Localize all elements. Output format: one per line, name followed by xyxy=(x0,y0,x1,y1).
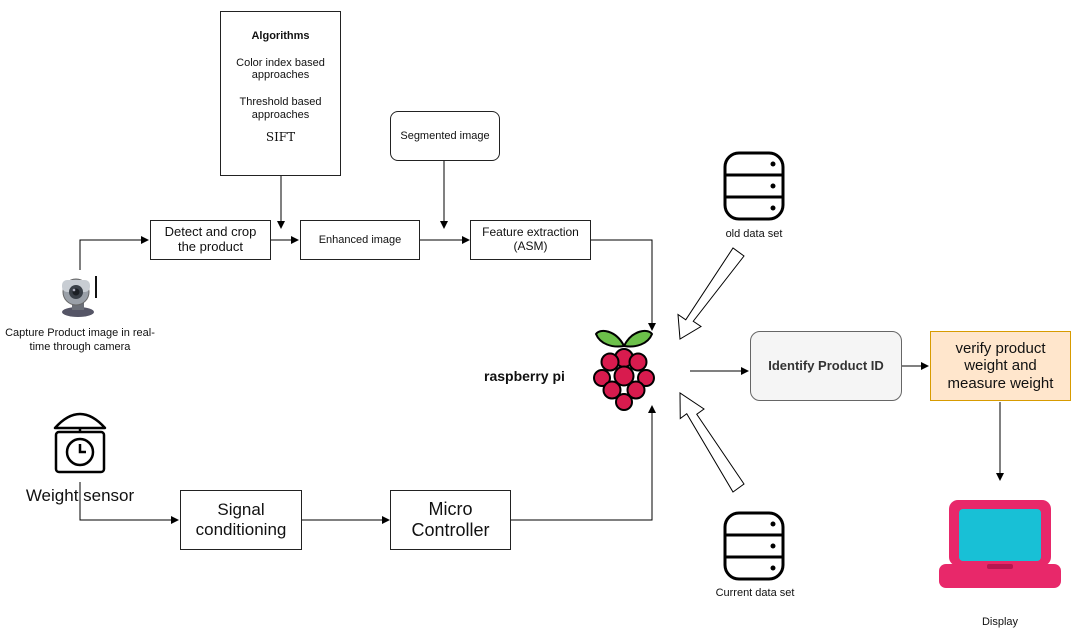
verify-weight-node: verify product weight and measure weight xyxy=(930,331,1071,401)
segmented-image-node: Segmented image xyxy=(390,111,500,161)
laptop-icon xyxy=(939,498,1061,590)
feature-extraction-node: Feature extraction (ASM) xyxy=(470,220,591,260)
old-data-set-label: old data set xyxy=(725,228,783,240)
algorithm-color-index: Color index based approaches xyxy=(236,56,325,82)
algorithm-sift: SIFT xyxy=(265,130,296,145)
edge-sensor-to-signal xyxy=(79,482,179,524)
algorithms-title: Algorithms xyxy=(251,30,310,42)
micro-controller-node: Micro Controller xyxy=(390,490,511,550)
database-icon xyxy=(722,150,786,222)
camera-icon xyxy=(52,270,104,318)
current-data-set-label: Current data set xyxy=(715,587,795,599)
raspberry-pi-label: raspberry pi xyxy=(484,368,565,384)
weighing-scale-icon xyxy=(52,406,108,474)
edge-camera-to-detect xyxy=(79,236,149,270)
detect-crop-node: Detect and crop the product xyxy=(150,220,271,260)
algorithm-threshold: Threshold based approaches xyxy=(239,95,322,121)
identify-product-id-node: Identify Product ID xyxy=(750,331,902,401)
camera-label: Capture Product image in real-time throu… xyxy=(5,327,155,354)
weight-sensor-label: Weight sensor xyxy=(25,486,135,505)
enhanced-image-node: Enhanced image xyxy=(300,220,420,260)
database-icon xyxy=(722,510,786,582)
signal-conditioning-node: Signal conditioning xyxy=(180,490,302,550)
arrow-current-data-to-raspberry xyxy=(679,392,745,493)
raspberry-pi-icon xyxy=(590,326,658,412)
arrow-old-data-to-raspberry xyxy=(677,247,745,340)
algorithms-box: Algorithms Color index based approaches … xyxy=(220,11,341,176)
edge-feature-to-raspberry xyxy=(591,239,656,331)
display-label: Display xyxy=(981,616,1019,628)
edge-micro-to-raspberry xyxy=(511,405,656,521)
